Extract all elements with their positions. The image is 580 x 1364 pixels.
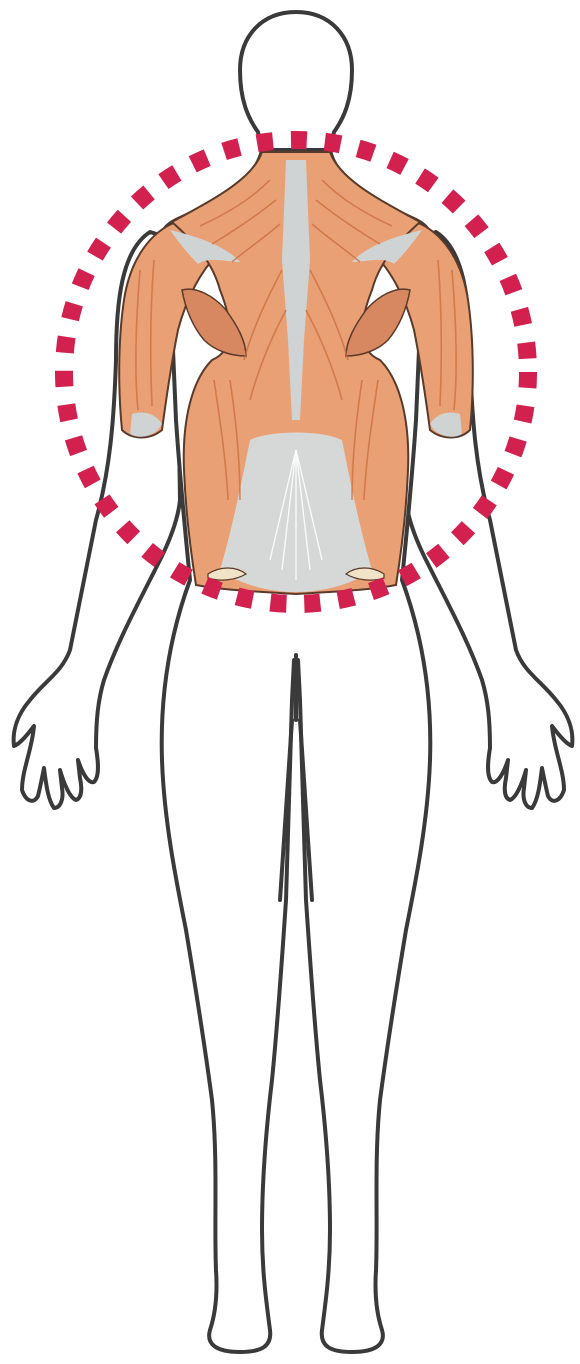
body-diagram [0,0,580,1364]
